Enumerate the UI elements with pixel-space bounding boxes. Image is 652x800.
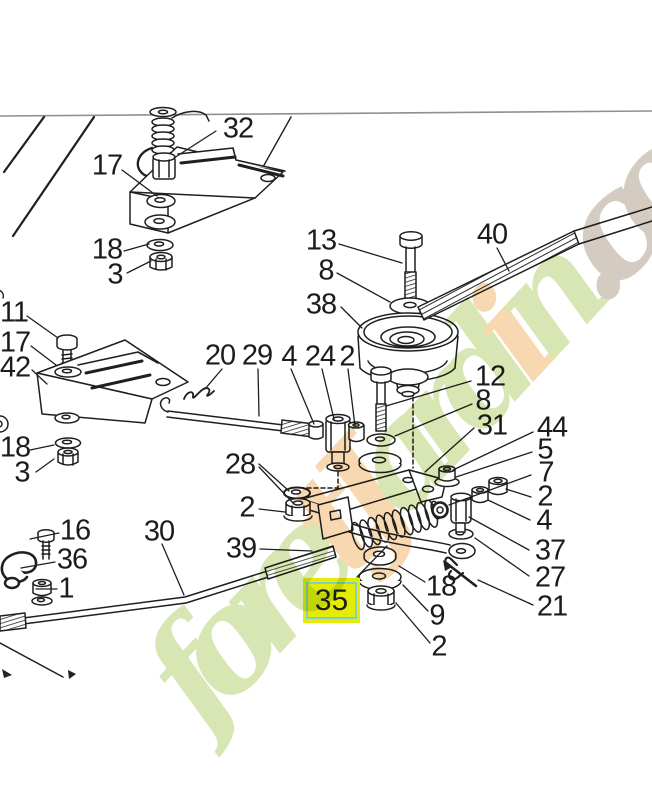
rod-29-swivel-assembly bbox=[159, 397, 365, 491]
leader-line bbox=[290, 368, 315, 425]
leader-line bbox=[257, 368, 260, 417]
leader-line bbox=[31, 369, 48, 385]
machine-frame-edge bbox=[0, 110, 652, 433]
leader-line bbox=[258, 508, 286, 513]
leader-line bbox=[30, 345, 57, 366]
belt-40 bbox=[417, 206, 652, 321]
leader-line bbox=[474, 537, 530, 577]
leader-line bbox=[321, 368, 335, 420]
leader-line bbox=[126, 260, 152, 274]
leader-line bbox=[123, 243, 150, 252]
leader-line bbox=[385, 380, 472, 407]
leader-line bbox=[259, 548, 313, 552]
leader-line bbox=[161, 543, 185, 596]
rod-30-39 bbox=[0, 545, 337, 632]
leader-line bbox=[496, 247, 510, 272]
bolt-12-washers bbox=[358, 366, 402, 474]
leader-line bbox=[448, 474, 532, 506]
washer-28-nut-2 bbox=[283, 486, 313, 522]
leader-line bbox=[487, 499, 531, 521]
leader-line bbox=[402, 584, 429, 612]
leader-line bbox=[477, 579, 534, 606]
leader-line bbox=[452, 431, 534, 471]
leader-line bbox=[20, 561, 56, 569]
leader-line bbox=[173, 130, 217, 159]
leader-line bbox=[468, 516, 530, 551]
leader-line bbox=[395, 602, 431, 644]
leader-line bbox=[29, 444, 55, 451]
leader-lines bbox=[20, 130, 534, 644]
clip-36-assembly bbox=[0, 529, 55, 606]
bracket-32-assembly bbox=[129, 106, 286, 271]
leader-line bbox=[398, 565, 426, 583]
leader-line bbox=[340, 306, 363, 329]
leader-line bbox=[258, 466, 295, 505]
leader-line bbox=[338, 243, 403, 264]
hairpin-clip-20 bbox=[183, 387, 215, 400]
cotter-pin-21 bbox=[443, 556, 478, 588]
pulley-38-assembly bbox=[357, 231, 459, 469]
leader-line bbox=[356, 545, 388, 578]
leader-line bbox=[35, 458, 55, 473]
leader-line bbox=[258, 463, 290, 492]
leader-line bbox=[204, 368, 223, 390]
leader-line bbox=[336, 272, 391, 303]
leader-line bbox=[347, 368, 356, 427]
leader-line bbox=[121, 169, 158, 197]
bracket-42-assembly bbox=[36, 334, 189, 466]
washer-stack-18-9-2 bbox=[358, 546, 402, 611]
leader-line bbox=[424, 427, 475, 473]
leader-line bbox=[455, 451, 533, 478]
leader-line bbox=[505, 488, 532, 498]
leader-line bbox=[26, 315, 59, 339]
tensioner-arm-assembly bbox=[348, 465, 508, 560]
leader-line bbox=[29, 532, 60, 540]
leader-line bbox=[394, 403, 473, 437]
cropped-callout bbox=[0, 642, 76, 679]
